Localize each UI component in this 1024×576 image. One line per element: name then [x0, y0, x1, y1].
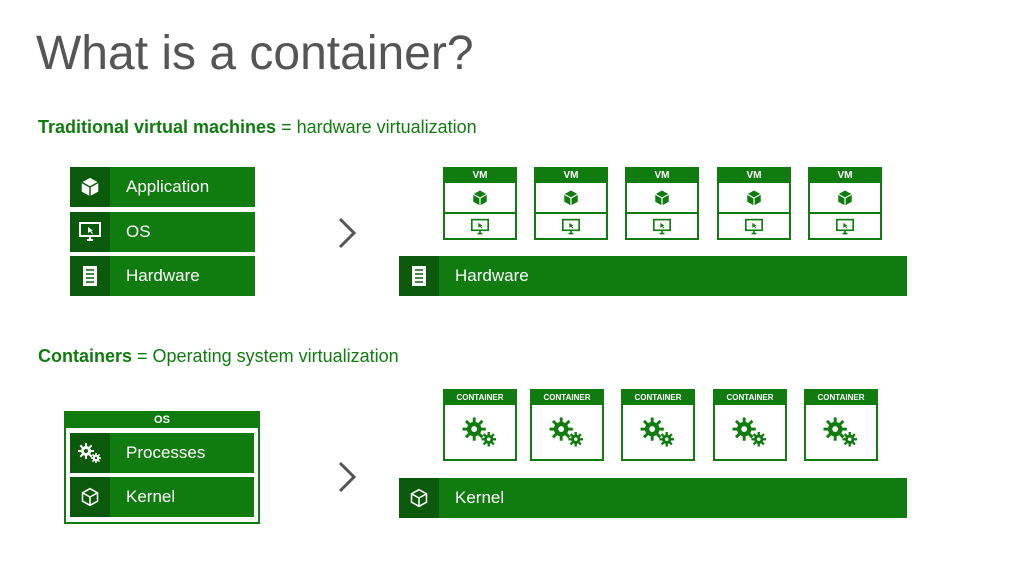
container-heading-bold: Containers: [38, 346, 133, 366]
container-header: CONTAINER: [445, 391, 515, 405]
gears-icon: [532, 405, 602, 459]
stack-label: Application: [126, 177, 210, 196]
vm-header: VM: [536, 169, 606, 183]
kernel-label: Kernel: [455, 488, 505, 507]
hardware-bar: Hardware: [399, 256, 907, 296]
chevron-right-icon: [338, 217, 357, 249]
os-box: OS Processes Kernel: [64, 411, 260, 524]
monitor-icon: [810, 214, 880, 239]
gears-icon: [806, 405, 876, 459]
container-box: CONTAINER: [443, 389, 517, 461]
cube-icon: [810, 183, 880, 214]
stack-kernel: Kernel: [70, 477, 254, 517]
vm-header: VM: [719, 169, 789, 183]
cube-icon: [627, 183, 697, 214]
vm-box: VM: [534, 167, 608, 240]
container-box: CONTAINER: [804, 389, 878, 461]
container-header: CONTAINER: [715, 391, 785, 405]
vm-box: VM: [625, 167, 699, 240]
monitor-icon: [627, 214, 697, 239]
stack-application: Application: [70, 167, 255, 207]
stack-label: Processes: [126, 443, 206, 462]
kernel-bar: Kernel: [399, 478, 907, 518]
cube-outline-icon: [70, 477, 110, 517]
monitor-icon: [536, 214, 606, 239]
container-box: CONTAINER: [530, 389, 604, 461]
server-icon: [70, 256, 110, 296]
vm-section-heading: Traditional virtual machines = hardware …: [38, 117, 477, 138]
cube-icon: [70, 167, 110, 207]
gears-icon: [70, 433, 110, 473]
stack-os: OS: [70, 212, 255, 252]
gears-icon: [445, 405, 515, 459]
stack-label: OS: [126, 222, 151, 241]
monitor-icon: [719, 214, 789, 239]
vm-header: VM: [445, 169, 515, 183]
vm-box: VM: [443, 167, 517, 240]
vm-header: VM: [810, 169, 880, 183]
vm-heading-rest: = hardware virtualization: [276, 117, 477, 137]
stack-label: Hardware: [126, 266, 200, 285]
page-title: What is a container?: [36, 27, 474, 80]
monitor-icon: [445, 214, 515, 239]
chevron-right-icon: [338, 461, 357, 493]
stack-hardware: Hardware: [70, 256, 255, 296]
cube-icon: [536, 183, 606, 214]
container-header: CONTAINER: [623, 391, 693, 405]
gears-icon: [715, 405, 785, 459]
hardware-label: Hardware: [455, 266, 529, 285]
os-header: OS: [66, 413, 258, 428]
monitor-icon: [70, 212, 110, 252]
cube-icon: [445, 183, 515, 214]
vm-header: VM: [627, 169, 697, 183]
container-header: CONTAINER: [806, 391, 876, 405]
container-section-heading: Containers = Operating system virtualiza…: [38, 346, 399, 367]
vm-heading-bold: Traditional virtual machines: [38, 117, 277, 137]
stack-label: Kernel: [126, 487, 176, 506]
server-icon: [399, 256, 439, 296]
stack-processes: Processes: [70, 433, 254, 473]
container-box: CONTAINER: [713, 389, 787, 461]
container-box: CONTAINER: [621, 389, 695, 461]
container-heading-rest: = Operating system virtualization: [132, 346, 399, 366]
vm-box: VM: [717, 167, 791, 240]
vm-box: VM: [808, 167, 882, 240]
cube-icon: [719, 183, 789, 214]
cube-outline-icon: [399, 478, 439, 518]
gears-icon: [623, 405, 693, 459]
container-header: CONTAINER: [532, 391, 602, 405]
